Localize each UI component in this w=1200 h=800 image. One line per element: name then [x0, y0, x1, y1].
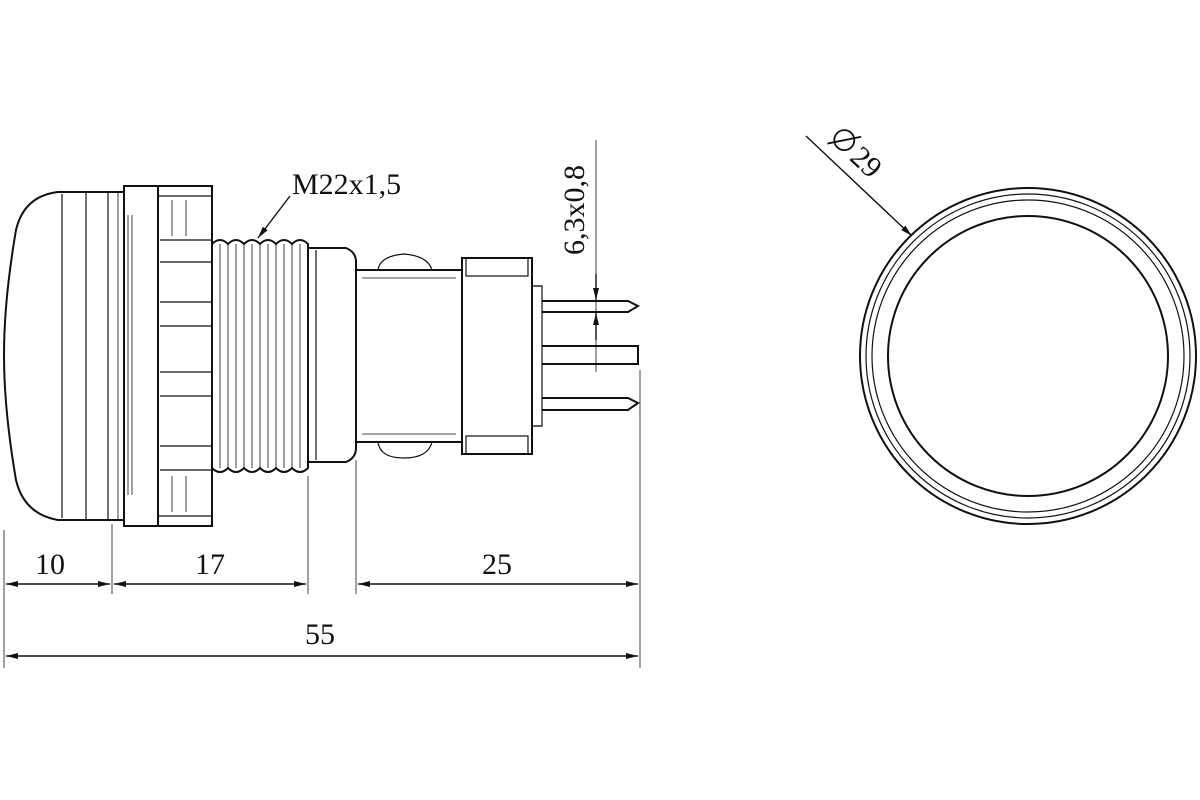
terminal-label: 6,3x0,8 [558, 165, 591, 255]
body-flange [307, 247, 357, 463]
threaded-body [211, 239, 309, 473]
lens-cap [2, 191, 125, 521]
mounting-nut [157, 185, 213, 527]
diameter-leader [805, 135, 913, 237]
thread-label: M22x1,5 [292, 168, 401, 201]
dim-nut-label: 17 [195, 548, 225, 581]
lamp-holder [355, 253, 463, 459]
diameter-callout: 29 [827, 129, 888, 185]
knurl-ring [123, 185, 159, 527]
diameter-symbol-icon [827, 129, 862, 152]
dim-cap-label: 10 [35, 548, 65, 581]
tab-terminals [542, 300, 641, 411]
dim-body-label: 25 [482, 548, 512, 581]
front-view [859, 187, 1197, 525]
terminal-block [461, 257, 543, 455]
side-view [2, 185, 641, 527]
thread-leader [257, 195, 291, 239]
dim-total-label: 55 [305, 618, 335, 651]
dimensions: 10 17 25 55 M22x1,5 6,3x0,8 29 [3, 129, 913, 668]
